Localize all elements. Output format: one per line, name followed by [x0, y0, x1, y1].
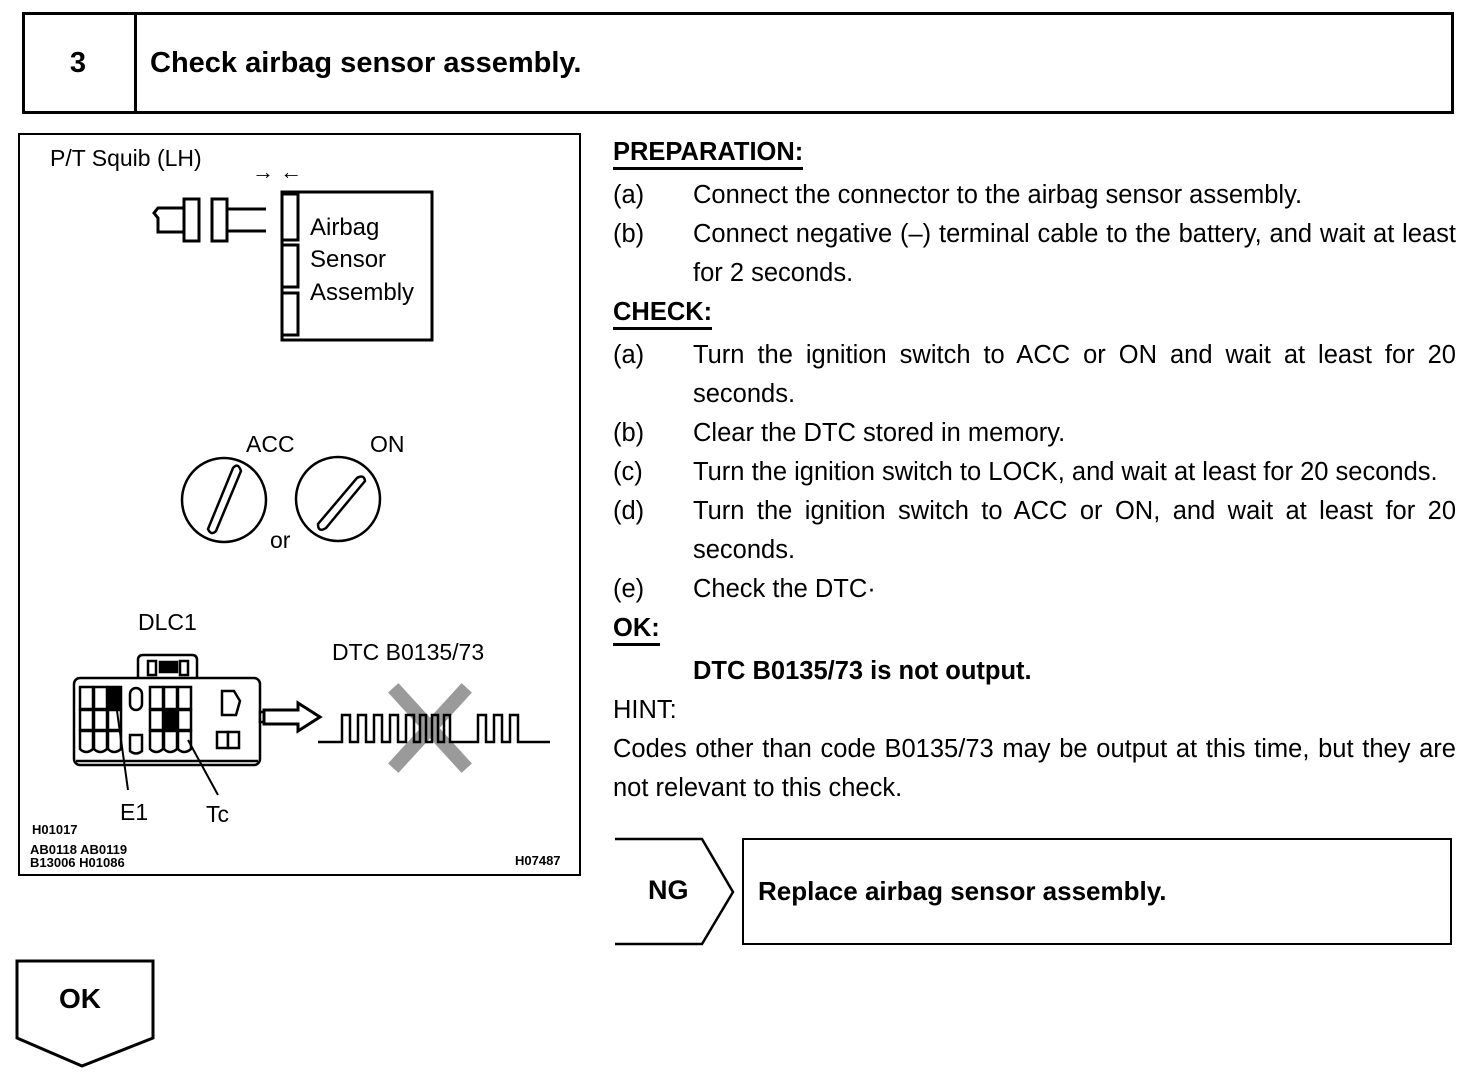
step-number: 3	[22, 12, 137, 114]
item-text: Turn the ignition switch to ACC or ON an…	[693, 341, 1456, 408]
ng-arrow-shape	[615, 837, 735, 946]
dtc-label: DTC B0135/73	[332, 639, 485, 665]
item-label: (a)	[613, 181, 645, 209]
ok-arrow-shape	[15, 959, 155, 1068]
item-text: Connect negative (–) terminal cable to t…	[693, 220, 1456, 287]
ok-heading: OK:	[613, 614, 660, 646]
ignition-switch-on-icon	[294, 455, 382, 543]
squib-connector-icon	[152, 197, 201, 243]
step-header-box	[22, 12, 1454, 114]
item-text: Clear the DTC stored in memory.	[693, 419, 1066, 447]
check-item: (e) Check the DTC·	[613, 570, 1456, 609]
item-text: Turn the ignition switch to LOCK, and wa…	[693, 458, 1438, 486]
preparation-heading: PREPARATION:	[613, 138, 804, 170]
instructions-column: PREPARATION: (a) Connect the connector t…	[613, 133, 1456, 808]
hint-text: Codes other than code B0135/73 may be ou…	[613, 735, 1456, 802]
sensor-label-line-3: Assembly	[310, 279, 415, 306]
preparation-item: (a) Connect the connector to the airbag …	[613, 176, 1456, 215]
ref-code-right: H07487	[515, 853, 561, 868]
ok-branch-label: OK	[59, 983, 101, 1014]
e1-leader-line	[116, 710, 129, 791]
ref-code-left-3: B13006 H01086	[30, 855, 125, 870]
terminal-e1-label: E1	[120, 799, 149, 825]
hint-heading: HINT:	[613, 696, 677, 724]
item-label: (a)	[613, 341, 645, 369]
preparation-item: (b) Connect negative (–) terminal cable …	[613, 215, 1456, 293]
check-item: (b) Clear the DTC stored in memory.	[613, 414, 1456, 453]
connection-arrows: → ←	[252, 159, 303, 184]
item-label: (b)	[613, 220, 645, 248]
right-arrow-icon	[262, 700, 323, 734]
tc-leader-line	[187, 739, 219, 796]
check-heading: CHECK:	[613, 298, 713, 330]
ng-action-text: Replace airbag sensor assembly.	[758, 876, 1167, 906]
item-text: Turn the ignition switch to ACC or ON, a…	[693, 497, 1456, 564]
item-label: (c)	[613, 458, 643, 486]
item-label: (b)	[613, 419, 645, 447]
switch-label-acc: ACC	[246, 431, 295, 457]
switch-label-or: or	[270, 527, 291, 553]
step-title: Check airbag sensor assembly.	[150, 46, 582, 79]
dlc-label: DLC1	[138, 609, 197, 635]
check-item: (a) Turn the ignition switch to ACC or O…	[613, 336, 1456, 414]
cross-out-x-icon	[388, 683, 472, 773]
illustration-panel: P/T Squib (LH) → ← Airbag Sensor Assembl…	[18, 133, 581, 876]
squib-label: P/T Squib (LH)	[50, 145, 202, 171]
check-item: (c) Turn the ignition switch to LOCK, an…	[613, 453, 1456, 492]
sensor-connector-icon	[210, 197, 266, 243]
ref-code-left-1: H01017	[32, 822, 78, 837]
sensor-label-line-1: Airbag	[310, 214, 380, 241]
sensor-label-line-2: Sensor	[310, 246, 387, 273]
ok-result-text: DTC B0135/73 is not output.	[693, 657, 1032, 685]
airbag-sensor-assembly-box	[280, 190, 434, 342]
illustration-drawing	[72, 190, 550, 796]
terminal-tc-label: Tc	[206, 801, 229, 827]
ng-branch-label: NG	[648, 875, 689, 905]
dlc1-connector-icon	[72, 653, 268, 767]
item-label: (d)	[613, 497, 645, 525]
switch-label-on: ON	[370, 431, 405, 457]
ref-code-left-2: AB0118 AB0119	[30, 842, 128, 857]
item-label: (e)	[613, 575, 645, 603]
ignition-switch-acc-icon	[180, 456, 268, 544]
item-text: Check the DTC·	[693, 575, 876, 603]
ng-action-box: Replace airbag sensor assembly.	[742, 838, 1452, 945]
dtc-pulse-waveform-icon	[318, 713, 550, 744]
check-item: (d) Turn the ignition switch to ACC or O…	[613, 492, 1456, 570]
item-text: Connect the connector to the airbag sens…	[693, 181, 1303, 209]
